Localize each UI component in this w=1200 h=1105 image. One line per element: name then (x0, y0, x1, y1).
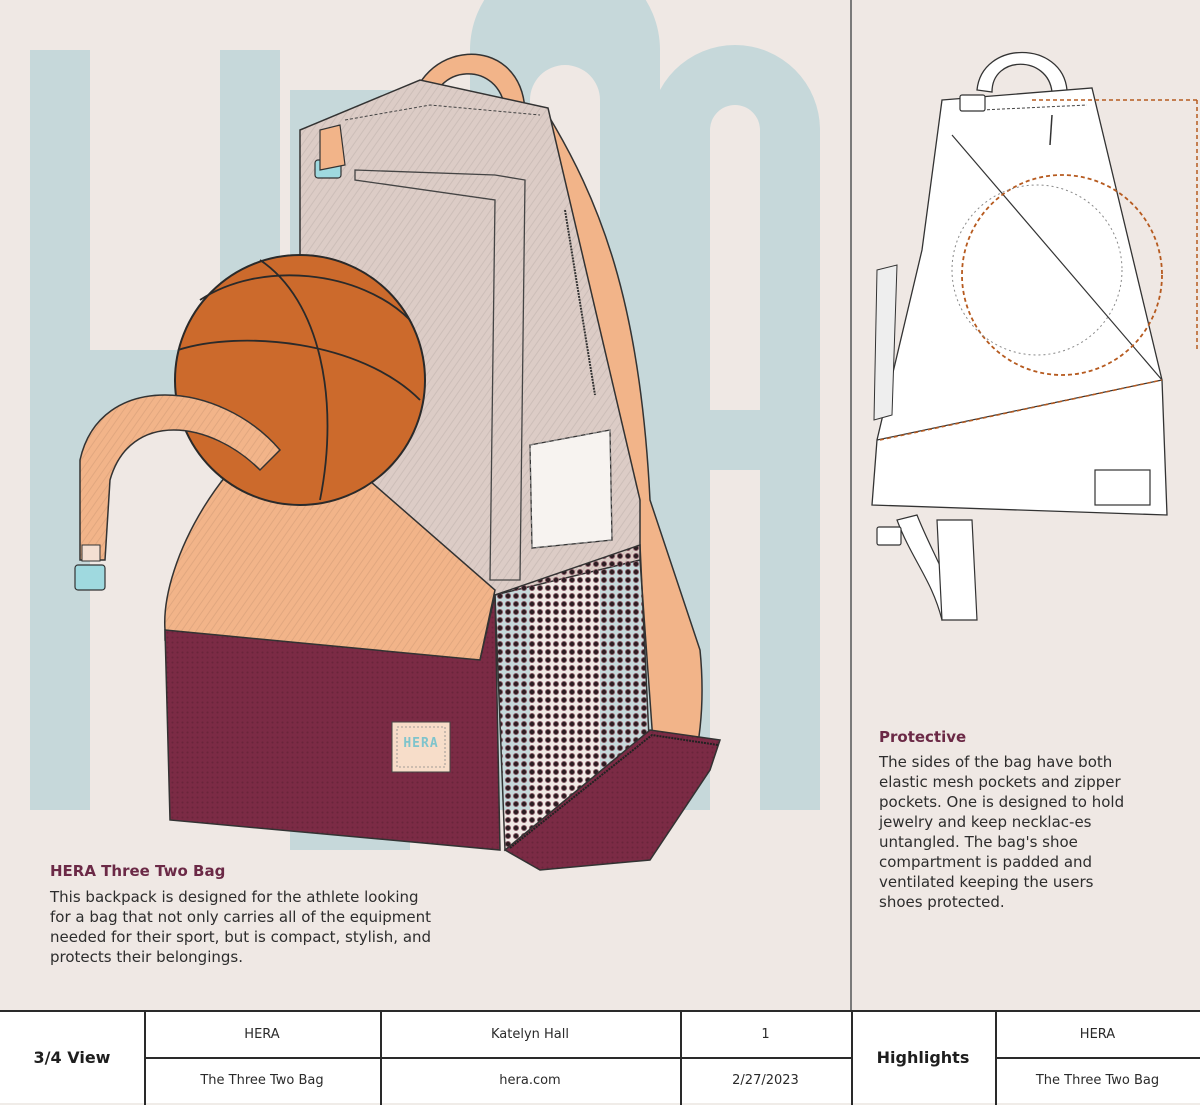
backpack-3-4-view-illustration (74, 53, 721, 871)
tb-divider (680, 1012, 682, 1105)
panel-divider (850, 0, 852, 1010)
designer-cell: Katelyn Hall (491, 1027, 569, 1042)
product-title: HERA Three Two Bag (50, 862, 226, 880)
highlights-description: The sides of the bag have both elastic m… (879, 753, 1125, 911)
brand-right-cell: HERA (1079, 1027, 1116, 1042)
highlights-title: Protective (879, 728, 967, 746)
product-name-cell: The Three Two Bag (200, 1073, 324, 1088)
tb-row-divider (144, 1057, 851, 1059)
highlights-label: Highlights (876, 1048, 970, 1067)
bag-label-text: HERA (403, 736, 439, 751)
tb-divider (851, 1012, 853, 1105)
tb-row-divider (995, 1057, 1200, 1059)
right-panel: Protective The sides of the bag have bot… (852, 0, 1200, 1010)
date-cell: 2/27/2023 (732, 1073, 799, 1088)
backpack-line-drawing-illustration (871, 51, 1200, 621)
view-label: 3/4 View (33, 1048, 111, 1067)
title-block: 3/4 View HERA Katelyn Hall 1 The Three T… (0, 1010, 1200, 1105)
tb-divider (995, 1012, 997, 1105)
left-panel: HERA HERA Three Two Bag This backpack is… (30, 0, 820, 966)
sheet-number-cell: 1 (761, 1027, 770, 1042)
product-name-right-cell: The Three Two Bag (1035, 1073, 1160, 1088)
brand-cell: HERA (244, 1027, 280, 1042)
product-description: This backpack is designed for the athlet… (50, 888, 432, 966)
tb-divider (144, 1012, 146, 1105)
website-cell: hera.com (499, 1073, 561, 1088)
tb-divider (380, 1012, 382, 1105)
